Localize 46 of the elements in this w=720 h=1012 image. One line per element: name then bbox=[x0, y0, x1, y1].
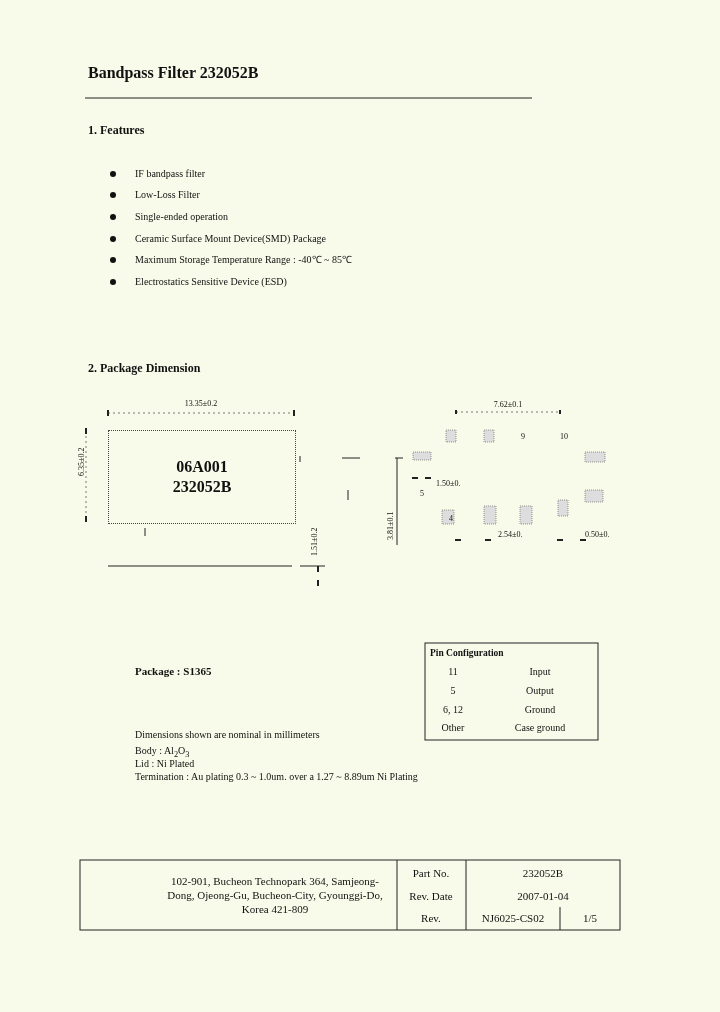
section-heading: 1. Features bbox=[88, 123, 145, 138]
table-entry: Output bbox=[526, 685, 554, 697]
feature-text: Maximum Storage Temperature Range : -40℃ ~ 85℃ bbox=[135, 254, 352, 266]
table-entry: 5 bbox=[450, 685, 456, 697]
dimension-label: 6.35±0.2 bbox=[76, 447, 87, 476]
dimension-label: 0.50±0. bbox=[585, 529, 610, 540]
dimension-label: 13.35±0.2 bbox=[184, 398, 218, 409]
pin-number: 4 bbox=[449, 513, 453, 524]
address-text: 102-901, Bucheon Technopark 364, Samjeong-Dong, Ojeong-Gu, Bucheon-City, Gyounggi-Do, Korea 421-809 bbox=[166, 874, 384, 916]
table-entry: Rev. Date bbox=[409, 889, 453, 903]
feature-text: Low-Loss Filter bbox=[135, 189, 200, 201]
pin-number: 5 bbox=[420, 488, 424, 499]
package-label: Package : S1365 bbox=[135, 664, 212, 678]
table-entry: 232052B bbox=[522, 866, 564, 880]
table-entry: 11 bbox=[448, 666, 458, 678]
table-heading: Pin Configuration bbox=[430, 647, 504, 660]
table-entry: Ground bbox=[524, 704, 556, 716]
dimension-label: 2.54±0. bbox=[498, 529, 523, 540]
pin-number: 10 bbox=[560, 431, 568, 442]
note-text: Termination : Au plating 0.3 ~ 1.0um. over a 1.27 ~ 8.89um Ni Plating bbox=[135, 771, 418, 783]
package-marking-text: 06A001 bbox=[176, 457, 228, 477]
feature-text: Single-ended operation bbox=[135, 211, 229, 223]
table-entry: 6, 12 bbox=[443, 704, 463, 716]
feature-text: Ceramic Surface Mount Device(SMD) Package bbox=[135, 233, 327, 245]
dimension-label: 7.62±0.1 bbox=[493, 399, 523, 410]
table-entry: Rev. bbox=[421, 911, 441, 925]
table-entry: 1/5 bbox=[582, 911, 598, 925]
table-entry: Other bbox=[441, 722, 465, 734]
table-entry: Case ground bbox=[514, 722, 566, 734]
dimension-label: 3.81±0.1 bbox=[385, 511, 396, 540]
dimension-label: 1.51±0.2 bbox=[309, 527, 320, 556]
note-text: Body : Al$_{2}$O$_{3}$ bbox=[135, 745, 190, 760]
feature-text: Electrostatics Sensitive Device (ESD) bbox=[135, 276, 287, 288]
section-heading: 2. Package Dimension bbox=[88, 361, 201, 376]
table-entry: 2007-01-04 bbox=[517, 889, 569, 903]
dimension-label: 1.50±0. bbox=[436, 478, 461, 489]
table-entry: Input bbox=[529, 666, 551, 678]
pin-number: 9 bbox=[521, 431, 525, 442]
package-top-view-outline bbox=[108, 430, 296, 524]
table-entry: NJ6025-CS02 bbox=[481, 911, 545, 925]
note-text: Lid : Ni Plated bbox=[135, 758, 195, 770]
package-marking-text: 232052B bbox=[172, 477, 232, 497]
table-entry: Part No. bbox=[412, 866, 450, 880]
feature-text: IF bandpass filter bbox=[135, 168, 205, 180]
note-text: Dimensions shown are nominal in millimeters bbox=[135, 729, 320, 741]
title: Bandpass Filter 232052B bbox=[88, 63, 259, 82]
